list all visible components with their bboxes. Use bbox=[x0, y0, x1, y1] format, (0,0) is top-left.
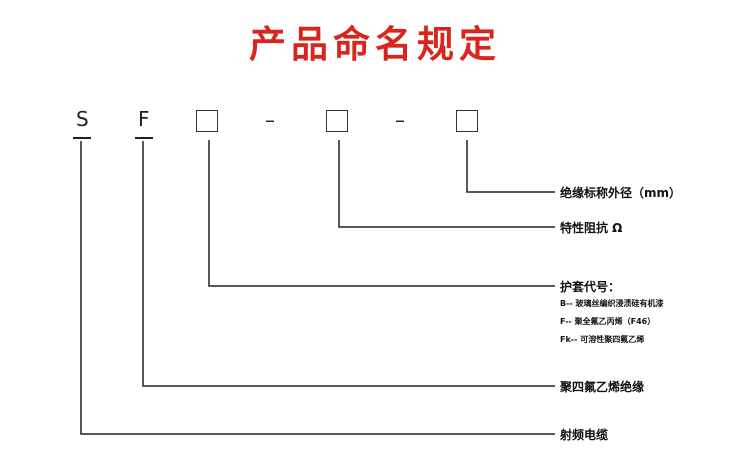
code-letter-f: F bbox=[138, 107, 150, 131]
connector-rf-cable bbox=[80, 141, 555, 435]
connector-sheath bbox=[208, 140, 555, 287]
connector-impedance bbox=[338, 140, 555, 228]
connector-insulation bbox=[142, 141, 555, 387]
page-title: 产品命名规定 bbox=[249, 23, 501, 66]
letter-f-underline bbox=[135, 137, 153, 139]
label-rf-cable: 射频电缆 bbox=[560, 428, 609, 442]
label-insulation-diameter: 绝缘标称外径（mm） bbox=[560, 186, 682, 200]
code-dash-2: – bbox=[395, 108, 405, 132]
label-sheath-code: 护套代号： bbox=[560, 280, 621, 294]
placeholder-box-impedance bbox=[326, 110, 348, 132]
connector-diameter bbox=[466, 140, 555, 193]
code-dash-1: – bbox=[265, 108, 275, 132]
label-sheath-b: B-- 玻璃丝编织浸渍硅有机漆 bbox=[560, 299, 664, 308]
label-impedance: 特性阻抗 Ω bbox=[560, 221, 623, 235]
label-sheath-fk: Fk-- 可溶性聚四氟乙烯 bbox=[560, 335, 645, 344]
label-ptfe-insulation: 聚四氟乙烯绝缘 bbox=[560, 380, 645, 394]
label-sheath-f: F-- 聚全氟乙丙烯（F46） bbox=[560, 317, 656, 326]
code-letter-s: S bbox=[76, 107, 89, 131]
placeholder-box-sheath bbox=[196, 110, 218, 132]
letter-s-underline bbox=[73, 137, 91, 139]
placeholder-box-diameter bbox=[456, 110, 478, 132]
